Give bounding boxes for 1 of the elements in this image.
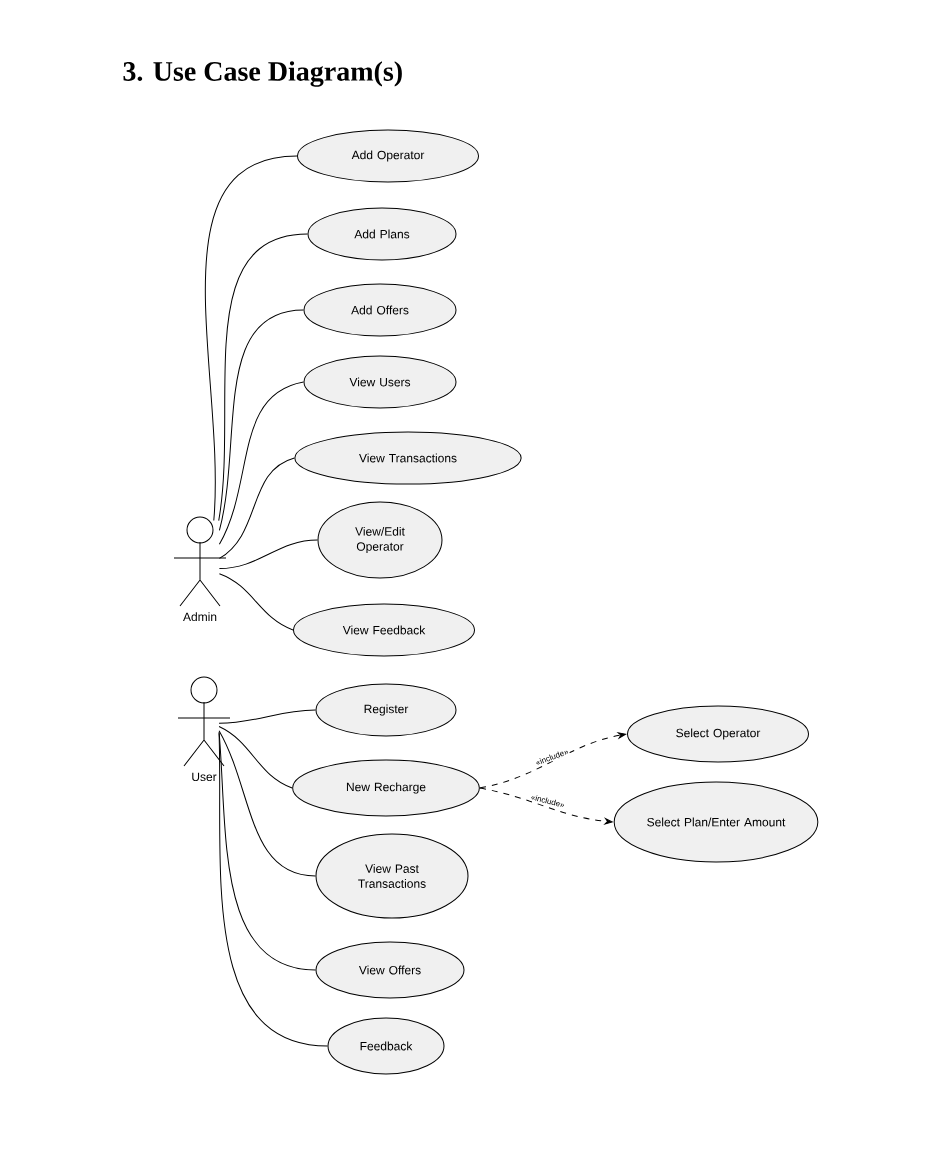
heading: 3. Use Case Diagram(s) [123, 61, 402, 87]
